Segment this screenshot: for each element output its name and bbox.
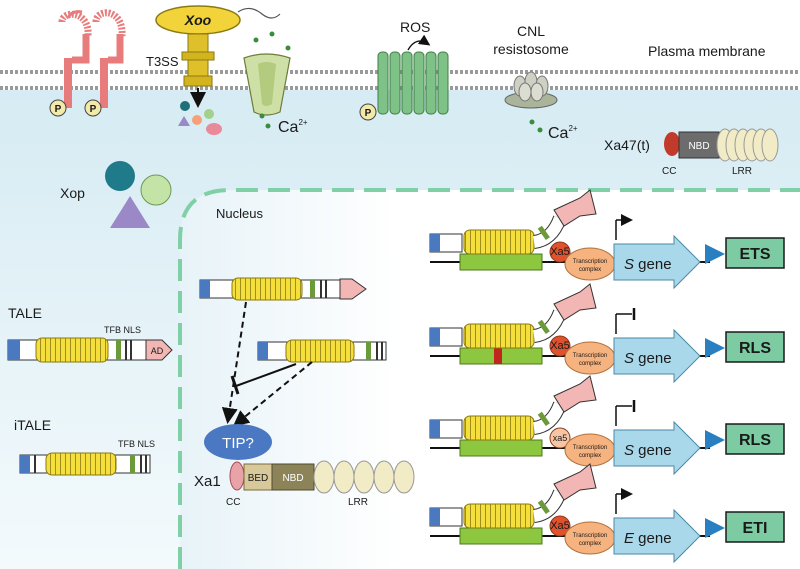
nucleus-label: Nucleus: [216, 206, 263, 221]
complex-label-2: complex: [579, 361, 601, 367]
xa1-lrr-label: LRR: [348, 497, 368, 508]
tip-protein: TIP?: [204, 424, 272, 460]
phospho-marker-1: P: [49, 99, 67, 117]
outcome-label-1: ETS: [739, 246, 770, 263]
receptor-kinases: [58, 9, 126, 108]
tip-label: TIP?: [222, 435, 254, 452]
phospho-label-2: P: [90, 104, 97, 115]
plasma-membrane-label: Plasma membrane: [648, 43, 766, 59]
phospho-label-3: P: [365, 108, 372, 119]
itale-protein: [19, 452, 151, 476]
tale-label: TALE: [8, 305, 42, 321]
t3ss-label: T3SS: [146, 54, 179, 69]
xop-label: Xop: [60, 185, 85, 201]
nuclear-itale: [257, 339, 387, 363]
secreted-effectors: [178, 101, 222, 135]
outcome-label-2: RLS: [739, 340, 771, 357]
complex-label-3: complex: [579, 453, 601, 459]
nuclear-envelope: [178, 188, 800, 569]
xa5-label-1: Xa5: [550, 246, 570, 258]
xa47-protein: NBD: [664, 128, 779, 162]
xa47-cc-label: CC: [662, 166, 676, 177]
xa5-label-4: Xa5: [550, 520, 570, 532]
itale-tfb-nls-label: TFB NLS: [118, 439, 155, 449]
inhibition-bar: [230, 375, 240, 395]
tale-ad-label: AD: [151, 346, 164, 356]
gene-label-3: S gene: [624, 442, 672, 459]
ca-label-2: Ca2+: [548, 124, 578, 142]
cnl-label: CNL: [517, 23, 545, 39]
xoo-bacterium: Xoo: [155, 5, 281, 35]
xa1-nbd-label: NBD: [282, 473, 303, 484]
calcium-channel: [243, 31, 291, 129]
t3ss-apparatus: [181, 33, 215, 108]
xa5-label-3: xa5: [553, 433, 568, 443]
ros-label: ROS: [400, 19, 430, 35]
xa1-protein: BED NBD: [229, 460, 415, 494]
resistosome-label: resistosome: [493, 41, 569, 57]
xa1-bed-label: BED: [248, 473, 269, 484]
transcription-label-1: Transcription: [573, 259, 607, 265]
inhibition-line: [235, 363, 297, 387]
xa47-label: Xa47(t): [604, 137, 650, 153]
xa47-nbd-label: NBD: [688, 141, 709, 152]
complex-label-4: complex: [579, 541, 601, 547]
gene-label-2: S gene: [624, 350, 672, 367]
itale-to-tip-arrow: [232, 361, 313, 427]
outcome-label-3: RLS: [739, 432, 771, 449]
gene-label-4: E gene: [624, 530, 672, 547]
xa1-cc-label: CC: [226, 497, 240, 508]
xoo-label: Xoo: [184, 12, 212, 28]
tale-protein: AD: [7, 337, 173, 363]
transcription-label-3: Transcription: [573, 445, 607, 451]
outcome-label-4: ETI: [743, 520, 768, 537]
phospho-marker-2: P: [84, 99, 102, 117]
itale-label: iTALE: [14, 417, 51, 433]
xa1-label: Xa1: [194, 473, 221, 490]
cnl-resistosome: [504, 71, 558, 133]
ros-transporter: P: [359, 34, 449, 121]
tale-tfb-nls-label: TFB NLS: [104, 325, 141, 335]
phospho-label-1: P: [55, 104, 62, 115]
ca-label-1: Ca2+: [278, 118, 308, 136]
nuclear-tale: [199, 277, 367, 301]
gene-label-1: S gene: [624, 256, 672, 273]
transcription-label-4: Transcription: [573, 533, 607, 539]
xa47-lrr-label: LRR: [732, 166, 752, 177]
complex-label-1: complex: [579, 267, 601, 273]
transcription-label-2: Transcription: [573, 353, 607, 359]
xa5-label-2: Xa5: [550, 340, 570, 352]
xop-effectors: [105, 161, 172, 228]
